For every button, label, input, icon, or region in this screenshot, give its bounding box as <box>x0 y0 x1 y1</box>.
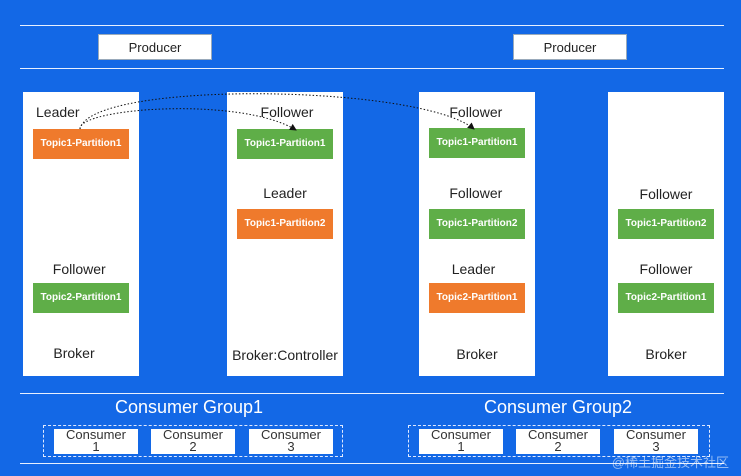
consumer-box: Consumer 3 <box>249 429 333 454</box>
consumer-name: Consumer <box>431 429 491 442</box>
broker-2: Follower Topic1-Partition1 Leader Topic1… <box>227 92 343 376</box>
broker-label: Broker <box>53 345 95 361</box>
replication-arrow-to-broker-2 <box>79 108 297 131</box>
partition-box: Topic1-Partition2 <box>618 209 714 239</box>
consumer-box: Consumer 3 <box>614 429 698 454</box>
partition-box: Topic1-Partition1 <box>429 128 525 158</box>
partition-box: Topic2-Partition1 <box>429 283 525 313</box>
role-label: Leader <box>263 185 307 201</box>
consumer-group-2-title: Consumer Group2 <box>484 397 633 417</box>
consumer-name: Consumer <box>626 429 686 442</box>
partition-box: Topic1-Partition2 <box>429 209 525 239</box>
consumer-index: 1 <box>92 439 100 454</box>
role-label: Follower <box>260 104 314 120</box>
consumer-box: Consumer 1 <box>419 429 503 454</box>
consumer-index: 3 <box>287 439 295 454</box>
role-label: Follower <box>52 261 106 277</box>
consumer-box: Consumer 2 <box>151 429 235 454</box>
consumer-name: Consumer <box>163 429 223 442</box>
broker-label: Broker <box>456 346 498 362</box>
role-label: Follower <box>449 185 503 201</box>
consumer-name: Consumer <box>66 429 126 442</box>
role-label: Leader <box>36 104 80 120</box>
role-label: Follower <box>639 186 693 202</box>
replication-arrow-to-broker-3 <box>79 93 475 130</box>
partition-box: Topic2-Partition1 <box>33 283 129 313</box>
top-line <box>20 25 724 26</box>
role-label: Leader <box>451 261 496 277</box>
role-label: Follower <box>449 104 503 120</box>
consumer-index: 2 <box>554 439 562 454</box>
watermark: @稀土掘金技术社区 <box>611 455 729 470</box>
partition-box: Topic1-Partition2 <box>237 209 333 239</box>
partition-box: Topic1-Partition1 <box>237 129 333 159</box>
broker-label: Broker:Controller <box>232 347 338 363</box>
consumer-group-1: Consumer 1 Consumer 2 Consumer 3 <box>43 425 343 457</box>
consumer-index: 1 <box>457 439 465 454</box>
producer-bottom-line <box>20 68 724 69</box>
consumer-top-line <box>20 393 724 394</box>
consumer-group-2: Consumer 1 Consumer 2 Consumer 3 <box>408 425 710 457</box>
consumer-index: 3 <box>652 439 660 454</box>
consumer-index: 2 <box>189 439 197 454</box>
consumer-name: Consumer <box>261 429 321 442</box>
broker-3: Follower Topic1-Partition1 Follower Topi… <box>419 92 535 376</box>
partition-box: Topic2-Partition1 <box>618 283 714 313</box>
consumer-name: Consumer <box>528 429 588 442</box>
producer-box-2: Producer <box>513 34 627 60</box>
consumer-box: Consumer 2 <box>516 429 600 454</box>
consumer-group-1-title: Consumer Group1 <box>115 397 264 417</box>
consumer-box: Consumer 1 <box>54 429 138 454</box>
broker-1: Leader Topic1-Partition1 Follower Topic2… <box>23 92 139 376</box>
role-label: Follower <box>639 261 693 277</box>
broker-label: Broker <box>645 346 687 362</box>
broker-4: Follower Topic1-Partition2 Follower Topi… <box>608 92 724 376</box>
producer-box-1: Producer <box>98 34 212 60</box>
bottom-line <box>20 463 724 464</box>
partition-box: Topic1-Partition1 <box>33 129 129 159</box>
